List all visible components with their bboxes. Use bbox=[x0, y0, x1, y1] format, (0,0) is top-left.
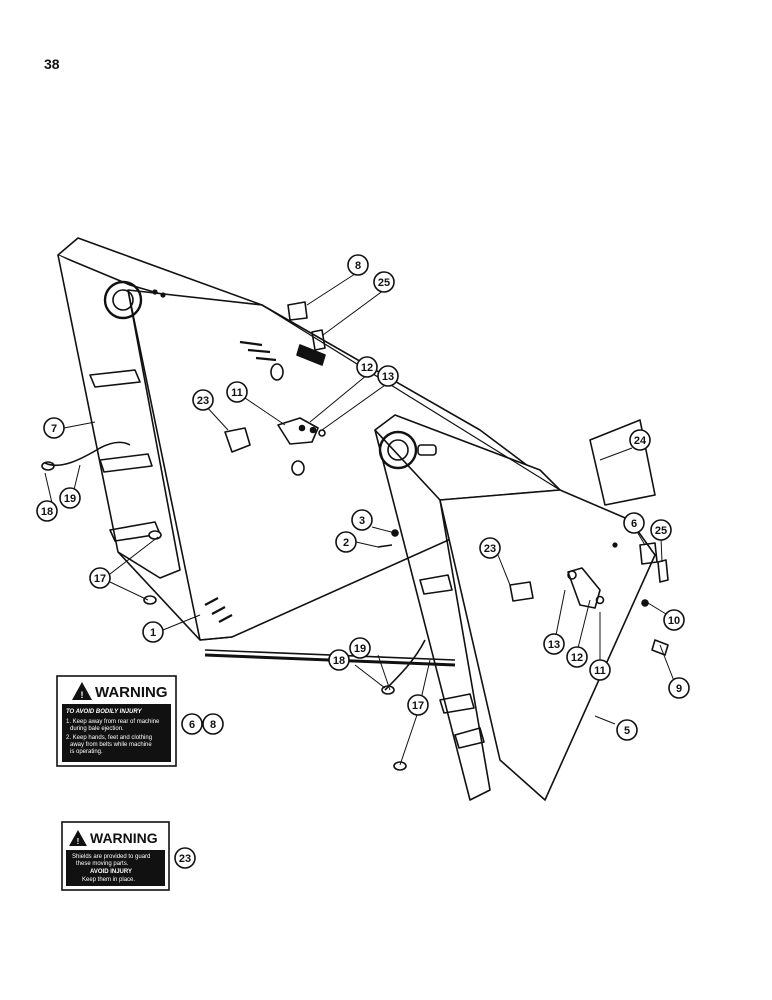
svg-text:AVOID INJURY: AVOID INJURY bbox=[90, 869, 132, 875]
right-shield bbox=[374, 414, 656, 801]
svg-text:6: 6 bbox=[189, 719, 195, 731]
svg-text:WARNING: WARNING bbox=[90, 830, 158, 846]
svg-text:WARNING: WARNING bbox=[95, 684, 168, 701]
callout-9: 9 bbox=[668, 677, 690, 699]
svg-text:during bale ejection.: during bale ejection. bbox=[70, 726, 124, 732]
callout-11-right: 11 bbox=[589, 659, 611, 681]
svg-text:6: 6 bbox=[631, 518, 637, 530]
callout-19: 19 bbox=[59, 487, 81, 509]
left-latch bbox=[277, 417, 326, 445]
svg-text:11: 11 bbox=[231, 387, 243, 399]
left-pin-cable bbox=[41, 441, 162, 605]
callout-25-right: 25 bbox=[650, 519, 672, 541]
svg-text:25: 25 bbox=[655, 525, 667, 537]
decal-25-patch bbox=[311, 329, 326, 351]
callout-17-right: 17 bbox=[407, 694, 429, 716]
page-number: 38 bbox=[44, 56, 60, 72]
svg-text:19: 19 bbox=[354, 643, 366, 655]
svg-text:!: ! bbox=[77, 837, 80, 846]
warning-decal-23: ! WARNING Shields are provided to guard … bbox=[61, 821, 170, 891]
svg-text:8: 8 bbox=[210, 719, 216, 731]
callout-8-decal: 8 bbox=[202, 713, 224, 735]
warning-decal-6-8: ! WARNING TO AVOID BODILY INJURY 1. Keep… bbox=[56, 675, 177, 767]
svg-text:11: 11 bbox=[594, 665, 606, 677]
callout-7: 7 bbox=[43, 417, 65, 439]
svg-text:5: 5 bbox=[624, 725, 630, 737]
svg-text:1. Keep away from rear of mach: 1. Keep away from rear of machine bbox=[66, 719, 160, 725]
decal-24-patch bbox=[589, 419, 656, 506]
svg-text:17: 17 bbox=[94, 573, 106, 585]
callout-23-right: 23 bbox=[479, 537, 501, 559]
svg-text:13: 13 bbox=[382, 371, 394, 383]
svg-text:18: 18 bbox=[41, 506, 53, 518]
svg-text:!: ! bbox=[81, 690, 84, 700]
decal-25-right-patch bbox=[657, 559, 669, 583]
svg-text:Shields are provided to guard: Shields are provided to guard bbox=[72, 854, 150, 860]
callout-23: 23 bbox=[192, 389, 214, 411]
decal-23-right-patch bbox=[509, 581, 534, 602]
svg-text:25: 25 bbox=[378, 277, 390, 289]
svg-text:away from belts while machine: away from belts while machine bbox=[70, 742, 152, 748]
right-latch bbox=[567, 567, 669, 656]
callout-3: 3 bbox=[351, 509, 373, 531]
svg-text:17: 17 bbox=[412, 700, 424, 712]
svg-text:12: 12 bbox=[361, 362, 373, 374]
decal-23-left-patch bbox=[224, 427, 251, 453]
warning-triangle-icon bbox=[69, 830, 87, 846]
callout-13-right: 13 bbox=[543, 633, 565, 655]
svg-text:2: 2 bbox=[343, 537, 349, 549]
callout-19-right: 19 bbox=[349, 637, 371, 659]
svg-text:TO AVOID BODILY INJURY: TO AVOID BODILY INJURY bbox=[66, 709, 143, 715]
callout-17-left: 17 bbox=[89, 567, 111, 589]
svg-text:10: 10 bbox=[668, 615, 680, 627]
svg-text:1: 1 bbox=[150, 627, 156, 639]
callout-18-right: 18 bbox=[328, 649, 350, 671]
svg-text:19: 19 bbox=[64, 493, 76, 505]
callout-11: 11 bbox=[226, 381, 248, 403]
callout-12: 12 bbox=[356, 356, 378, 378]
svg-text:23: 23 bbox=[179, 853, 191, 865]
svg-text:Keep them in place.: Keep them in place. bbox=[82, 877, 135, 883]
svg-text:7: 7 bbox=[51, 423, 57, 435]
callout-24: 24 bbox=[629, 429, 651, 451]
svg-text:23: 23 bbox=[484, 543, 496, 555]
decal-6-patch bbox=[639, 542, 658, 565]
callout-1: 1 bbox=[142, 621, 164, 643]
svg-text:13: 13 bbox=[548, 639, 560, 651]
decal-8-patch bbox=[287, 301, 308, 321]
callout-13: 13 bbox=[377, 365, 399, 387]
callout-8: 8 bbox=[347, 254, 369, 276]
callout-2: 2 bbox=[335, 531, 357, 553]
left-shield bbox=[57, 237, 561, 667]
svg-text:3: 3 bbox=[359, 515, 365, 527]
svg-text:18: 18 bbox=[333, 655, 345, 667]
callout-23-decal: 23 bbox=[174, 847, 196, 869]
svg-text:23: 23 bbox=[197, 395, 209, 407]
callout-5: 5 bbox=[616, 719, 638, 741]
svg-text:8: 8 bbox=[355, 260, 361, 272]
callout-6-right: 6 bbox=[623, 512, 645, 534]
right-pin-cable bbox=[381, 639, 426, 771]
svg-text:24: 24 bbox=[634, 435, 647, 447]
callout-25: 25 bbox=[373, 271, 395, 293]
warning-triangle-icon bbox=[72, 682, 92, 700]
callout-6-decal: 6 bbox=[181, 713, 203, 735]
callout-10: 10 bbox=[663, 609, 685, 631]
callout-12-right: 12 bbox=[566, 646, 588, 668]
callout-18: 18 bbox=[36, 500, 58, 522]
callouts: 8 25 12 13 11 23 7 24 18 19 3 6 25 2 23 … bbox=[36, 254, 690, 869]
svg-text:2. Keep hands, feet and clothi: 2. Keep hands, feet and clothing bbox=[66, 735, 152, 741]
svg-text:12: 12 bbox=[571, 652, 583, 664]
svg-text:these moving parts.: these moving parts. bbox=[76, 861, 129, 867]
svg-text:9: 9 bbox=[676, 683, 682, 695]
svg-text:is operating.: is operating. bbox=[70, 749, 103, 755]
